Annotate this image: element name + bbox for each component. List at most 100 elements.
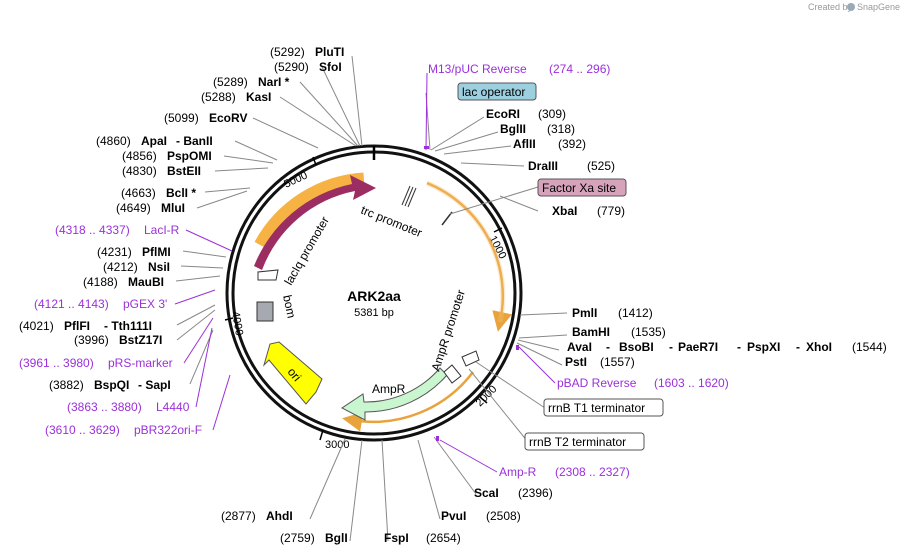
leader-xbai xyxy=(499,195,539,212)
tick-4000-mark xyxy=(224,317,234,321)
leader-pflfi xyxy=(176,304,216,326)
site-kasi-pos: (5288) xyxy=(201,90,236,104)
tick-4000: 4000 xyxy=(229,310,245,336)
tick-2000-mark xyxy=(479,396,488,404)
primer-prs-range: (3961 .. 3980) xyxy=(19,356,94,370)
site-pmli-pos: (1412) xyxy=(618,306,653,320)
sep-3: - xyxy=(737,340,741,354)
cds-arc-right xyxy=(426,181,512,332)
leader-pbr322 xyxy=(212,374,231,431)
left-leaders xyxy=(175,55,363,385)
leader-rrnb-t1 xyxy=(475,361,546,409)
site-apai-name: ApaI xyxy=(141,134,167,148)
ampR-label: AmpR xyxy=(372,382,406,396)
site-pluti-name: PluTI xyxy=(315,45,344,59)
site-ecori-name: EcoRI xyxy=(486,107,520,121)
leader-l4440 xyxy=(195,327,213,408)
site-bstz17i-pos: (3996) xyxy=(74,333,109,347)
site-bgli-pos: (2759) xyxy=(280,531,315,545)
pbad-mark xyxy=(516,345,519,350)
plasmid-name: ARK2aa xyxy=(347,288,401,304)
site-banii-name: - BanII xyxy=(176,134,213,148)
site-bsteii-pos: (4830) xyxy=(122,164,157,178)
site-tth111i-name: - Tth111I xyxy=(104,319,152,333)
sep-2: - xyxy=(669,340,673,354)
site-ahdi-name: AhdI xyxy=(266,509,293,523)
leader-bspqi xyxy=(189,329,214,385)
leader-laci-r xyxy=(185,229,233,252)
site-mlui-pos: (4649) xyxy=(116,201,151,215)
bottom-site-labels: (2877) AhdI (2759) BglI FspI (2654) PvuI… xyxy=(221,486,553,545)
leader-pflmi xyxy=(182,250,227,258)
site-xbai-name: XbaI xyxy=(552,204,577,218)
trc-hatch-2 xyxy=(404,186,414,207)
leader-bgli xyxy=(349,439,363,542)
right-primer-labels: M13/pUC Reverse (274 .. 296) pBAD Revers… xyxy=(428,62,729,479)
site-bglii-name: BglII xyxy=(500,122,526,136)
site-aflii-name: AflII xyxy=(513,137,536,151)
boxed-features: lac operator Factor Xa site rrnB T1 term… xyxy=(457,82,664,451)
leader-maubi xyxy=(175,275,221,282)
site-fspi-pos: (2654) xyxy=(426,531,461,545)
site-pluti-pos: (5292) xyxy=(270,45,305,59)
leader-amp-r xyxy=(439,439,498,473)
leader-psti xyxy=(516,342,563,366)
lac-operator-label: lac operator xyxy=(462,85,525,99)
leader-ecorv xyxy=(252,117,319,149)
leader-draiii xyxy=(460,162,525,167)
site-multi-pos: (1544) xyxy=(852,340,887,354)
plasmid-size: 5381 bp xyxy=(354,307,394,319)
leader-nsii xyxy=(180,265,224,269)
site-pmli-name: PmlI xyxy=(572,306,597,320)
leader-scai xyxy=(433,436,477,495)
site-nari-name: NarI * xyxy=(258,75,290,89)
left-primer-leaders xyxy=(174,229,233,431)
leader-apai xyxy=(234,140,278,161)
leader-bcli xyxy=(204,187,251,193)
tick-5000: 5000 xyxy=(282,169,309,190)
site-bcli-name: BclI * xyxy=(166,186,196,200)
site-bamhi-pos: (1535) xyxy=(631,325,666,339)
site-draiii-pos: (525) xyxy=(587,159,615,173)
lacI-feature xyxy=(254,175,376,270)
leader-ahdi xyxy=(309,438,346,520)
site-paer7i-name: PaeR7I xyxy=(678,340,718,354)
rrnb-t1-box xyxy=(543,398,664,417)
sep-4: - xyxy=(796,340,800,354)
left-primer-labels: (4318 .. 4337) LacI-R (4121 .. 4143) pGE… xyxy=(19,223,202,437)
site-draiii-name: DraIII xyxy=(528,159,558,173)
site-bspqi-pos: (3882) xyxy=(49,378,84,392)
site-bspqi-name: BspQI xyxy=(94,378,129,392)
trc-hatch-3 xyxy=(407,187,417,208)
leader-m13 xyxy=(425,72,428,151)
leader-sfoi xyxy=(321,66,361,147)
leader-prs xyxy=(183,317,214,364)
leader-bstz17i xyxy=(176,309,216,341)
primer-pbad-name: pBAD Reverse xyxy=(557,376,637,390)
trc-promoter-label: trc promoter xyxy=(359,203,424,240)
tick-3000-mark xyxy=(319,429,324,441)
site-sfoi-name: SfoI xyxy=(319,60,342,74)
ampR-promoter-label: AmpR promoter xyxy=(429,288,468,373)
tick-3000: 3000 xyxy=(325,439,349,451)
leader-mlui xyxy=(196,190,248,209)
right-site-labels: EcoRI (309) BglII (318) AflII (392) DraI… xyxy=(486,107,887,369)
rrnb-t2-label: rrnB T2 terminator xyxy=(529,435,626,449)
site-pvui-name: PvuI xyxy=(441,509,466,523)
tick-1000-mark xyxy=(493,227,503,233)
site-bgli-name: BglI xyxy=(325,531,348,545)
primer-amp-r-name: Amp-R xyxy=(499,465,537,479)
primer-prs-name: pRS-marker xyxy=(108,356,173,370)
site-ecori-pos: (309) xyxy=(538,107,566,121)
leader-pspomi xyxy=(223,155,274,164)
site-pflmi-pos: (4231) xyxy=(97,245,132,259)
site-scai-pos: (2396) xyxy=(518,486,553,500)
site-ecorv-name: EcoRV xyxy=(209,111,247,125)
factor-xa-box xyxy=(537,178,627,197)
lacIq-promoter-arrow xyxy=(257,269,279,281)
primer-m13-range: (274 .. 296) xyxy=(549,62,610,76)
ampR-promoter-arrow xyxy=(443,364,462,384)
leader-pluti xyxy=(351,55,363,147)
site-nari-pos: (5289) xyxy=(213,75,248,89)
site-aflii-pos: (392) xyxy=(558,137,586,151)
